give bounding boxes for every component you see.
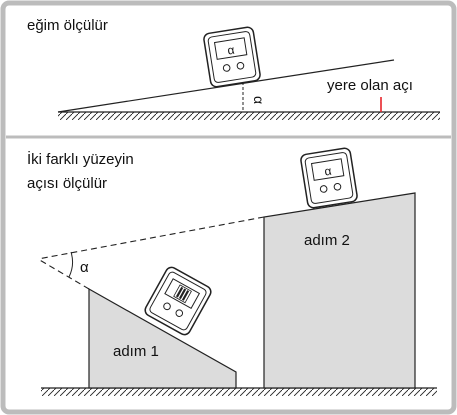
bottom-panel: İki farklı yüzeyin açısı ölçülür adım 1 … (27, 147, 437, 396)
bottom-angle-arc (68, 251, 73, 278)
step1-label: adım 1 (113, 343, 159, 360)
bottom-panel-title-line2: açısı ölçülür (27, 175, 107, 192)
battery-bars-icon (173, 284, 192, 304)
step1-block (88, 287, 237, 389)
step2-slope-extension (37, 216, 265, 260)
bottom-device2-display: α (323, 164, 332, 179)
top-device-display: α (226, 43, 235, 58)
step2-label: adım 2 (304, 232, 350, 249)
bottom-ground-hatch (41, 388, 437, 396)
bottom-level-device-2: α (300, 147, 358, 209)
top-angle-symbol: α (251, 96, 267, 104)
bottom-panel-title-line1: İki farklı yüzeyin (27, 150, 134, 168)
step2-block (263, 192, 416, 389)
bottom-level-device-1 (144, 266, 212, 336)
top-panel-title: eğim ölçülür (27, 17, 108, 34)
top-ground-hatch (58, 112, 440, 120)
top-ground-angle-label: yere olan açı (327, 77, 413, 94)
bottom-angle-symbol: α (80, 259, 89, 276)
top-panel: eğim ölçülür yere olan açı α α (27, 17, 440, 120)
top-level-device: α (203, 26, 261, 88)
